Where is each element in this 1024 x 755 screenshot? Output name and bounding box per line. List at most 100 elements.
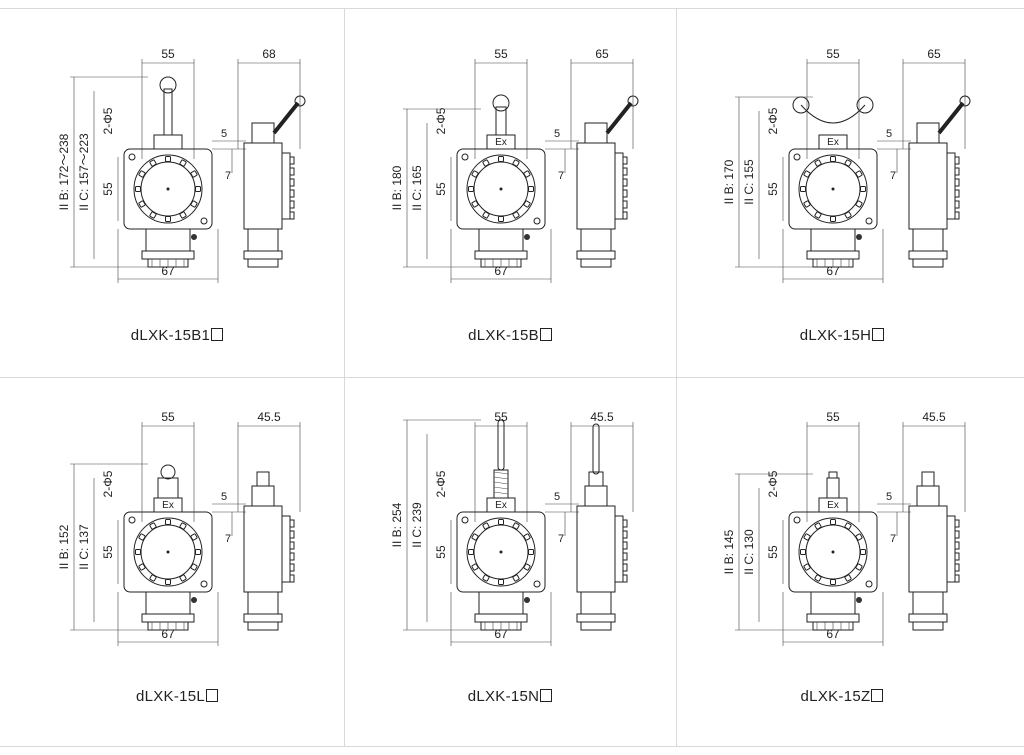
side-gland [908,613,948,623]
side-lower-body [580,228,612,252]
side-bolt [954,574,960,583]
cover-bolt [528,186,534,192]
cover-bolt [482,159,490,167]
bottom-width-label: 67 [161,264,175,278]
top-width-label: 55 [826,47,840,61]
holes-label: 2-Φ5 [766,470,780,497]
front-gland [141,250,195,260]
cover-bolt [471,200,479,208]
side-plunger [256,471,270,487]
mount-hole-right [200,217,208,225]
cover-outer-circle [466,154,536,224]
side-head [584,485,608,507]
side-bolt [622,574,628,583]
cover-bolt [482,522,490,530]
cover-bolt [482,211,490,219]
cover-bolt [855,200,863,208]
side-bolt [289,530,295,539]
cover-bolt [165,156,171,162]
side-bolt [289,519,295,528]
dim-5-label: 5 [554,491,560,503]
cover-bolt [844,522,852,530]
cover-bolt [855,533,863,541]
side-bolt [289,167,295,176]
height-b-label: II B: 172～238 [57,133,71,210]
side-lower-body [912,591,944,615]
side-gland [908,250,948,260]
side-bolt [954,211,960,220]
cover-bolt [523,533,531,541]
side-bolt [622,211,628,220]
dim-7-label: 7 [225,170,231,182]
cover-center-dot [166,550,170,554]
side-bolt [622,200,628,209]
side-flange [614,515,624,583]
cover-center-dot [831,550,835,554]
cover-bolt [523,200,531,208]
cover-bolt [179,211,187,219]
dim-7-label: 7 [558,170,564,182]
side-body [908,505,948,593]
side-roller [959,95,971,107]
holes-label: 2-Φ5 [101,470,115,497]
cover-bolt [149,159,157,167]
side-nut [247,258,279,268]
side-gland [243,250,283,260]
side-width-label: 65 [595,47,609,61]
front-lower-body [145,228,191,252]
actuator-arm [495,106,507,136]
inner-height-label: 55 [766,182,780,196]
side-lever [937,101,965,135]
ex-mark-label: Ex [827,500,839,511]
side-bolt [289,541,295,550]
mount-hole-right [533,580,541,588]
cover-bolt [165,519,171,525]
actuator-roller [159,76,177,94]
front-gland [474,250,528,260]
cover-bolt [523,563,531,571]
side-gland [576,613,616,623]
front-gland [806,613,860,623]
cover-bolt [165,216,171,222]
dim-7-label: 7 [890,533,896,545]
cover-bolt [179,574,187,582]
side-body [243,505,283,593]
ex-mark-label: Ex [495,500,507,511]
ground-screw [524,597,530,603]
dim-7-label: 7 [558,533,564,545]
side-width-label: 65 [927,47,941,61]
cover-bolt [800,549,806,555]
cover-bolt [138,563,146,571]
side-body [576,505,616,593]
inner-height-label: 55 [101,545,115,559]
cover-bolt [138,170,146,178]
side-head [916,485,940,507]
mount-hole-left [128,516,136,524]
spring-coil [493,491,509,495]
side-width-label: 45.5 [257,410,281,424]
side-lower-body [247,591,279,615]
cover-center-dot [499,550,503,554]
cover-outer-circle [798,517,868,587]
side-spring [588,471,604,487]
cover-bolt [195,549,201,555]
actuator-lever [163,88,173,136]
cover-bolt [179,159,187,167]
cover-bolt [149,522,157,530]
cover-bolt [523,170,531,178]
side-body [908,142,948,230]
holes-label: 2-Φ5 [766,107,780,134]
bottom-width-label: 67 [826,264,840,278]
front-gland [806,250,860,260]
side-body [243,142,283,230]
cover-bolt [135,549,141,555]
cover-bolt [190,200,198,208]
actuator-plunger [157,477,179,499]
side-head [584,122,608,144]
cover-bolt [138,200,146,208]
